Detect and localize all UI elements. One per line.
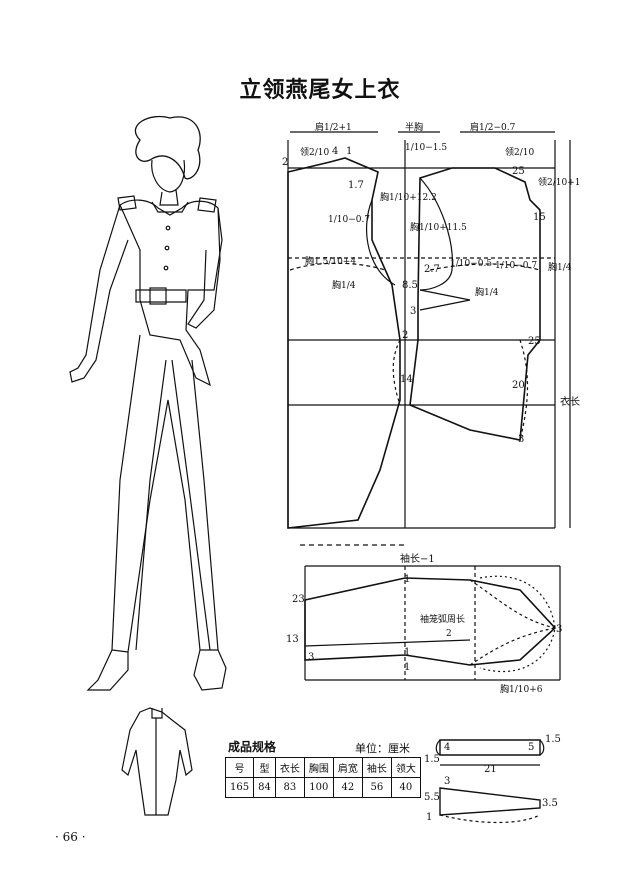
label-sleeve-cap-f: 2 — [446, 629, 452, 639]
label-chest-r1: 1/10−0.5 — [450, 259, 492, 269]
dim-label: 1 — [404, 574, 410, 585]
dim-label: 2.7 — [424, 264, 440, 275]
spec-header-row: 号 型 衣长 胸围 肩宽 袖长 领大 — [224, 757, 421, 778]
spec-value: 83 — [274, 777, 305, 798]
spec-header: 袖长 — [361, 757, 392, 778]
label-chest-l1: 胸1.5/10+4 — [305, 255, 356, 267]
label-chest-r2: 1/10−0.7 — [495, 261, 537, 271]
label-collar-right: 领2/10 — [505, 146, 534, 158]
spec-header: 肩宽 — [332, 757, 363, 778]
dim-label: 1 — [426, 812, 432, 823]
spec-value: 56 — [361, 777, 392, 798]
collar-piece-top — [435, 739, 545, 766]
dim-label: 3 — [444, 776, 450, 787]
dim-label: 25 — [512, 166, 525, 177]
spec-value: 42 — [332, 777, 363, 798]
dim-label: 1 — [404, 647, 410, 658]
dim-label: 3 — [518, 434, 524, 445]
spec-value: 84 — [253, 777, 276, 798]
label-chest-f1: 胸1/10+12.2 — [380, 191, 437, 203]
label-chest-r3: 胸1/4 — [475, 286, 499, 298]
dim-label: 1.5 — [424, 754, 440, 765]
spec-title: 成品规格 — [228, 740, 277, 754]
page-title: 立领燕尾女上衣 — [239, 78, 401, 103]
spec-header: 领大 — [390, 757, 421, 778]
label-shoulder-right: 肩1/2−0.7 — [470, 121, 516, 133]
dim-label: 1 — [346, 146, 352, 157]
spec-header: 衣长 — [274, 757, 305, 778]
pattern-labels: 肩1/2+1 半胸 1/10−1.5 肩1/2−0.7 领2/10 领2/10 … — [282, 121, 580, 823]
spec-value-row: 165 84 83 100 42 56 40 — [224, 777, 421, 798]
label-half-chest-f: 1/10−1.5 — [405, 143, 447, 153]
dim-label: 8.5 — [402, 280, 418, 291]
dim-label: 1.5 — [545, 734, 561, 745]
label-f1-10-07: 1/10−0.7 — [328, 215, 370, 225]
dim-label: 3 — [556, 624, 562, 635]
label-chest-side: 胸1/4 — [548, 261, 572, 273]
label-garment-length: 衣长 — [560, 395, 580, 408]
label-half-chest: 半胸 — [405, 121, 423, 133]
spec-header: 胸围 — [303, 757, 334, 778]
dim-label: 15 — [533, 212, 546, 223]
dim-label: 3 — [308, 652, 314, 663]
collar-piece-bottom — [439, 787, 541, 824]
spec-value: 165 — [224, 777, 255, 798]
dim-label: 5 — [528, 742, 534, 753]
dim-label: 14 — [400, 374, 413, 385]
spec-header: 型 — [253, 757, 276, 778]
spec-unit: 单位：厘米 — [355, 742, 410, 755]
dim-label: 3.5 — [542, 798, 558, 809]
label-sleeve-length: 袖长−1 — [400, 552, 435, 565]
label-collar-left: 领2/10 — [300, 146, 329, 158]
dim-label: 25 — [528, 336, 541, 347]
spec-value: 100 — [303, 777, 334, 798]
dim-label: 1 — [404, 662, 410, 673]
dim-label: 4 — [332, 146, 338, 157]
label-sleeve-cap: 袖笼弧周长 — [420, 613, 465, 625]
dim-label: 2 — [402, 330, 408, 341]
label-collar-right2: 领2/10+1 — [538, 176, 580, 188]
spec-header: 号 — [224, 757, 255, 778]
label-chest-l2: 胸1/4 — [332, 279, 356, 291]
dim-label: 4 — [444, 742, 450, 753]
label-shoulder-left: 肩1/2+1 — [315, 121, 352, 133]
dim-label: 2 — [282, 157, 288, 168]
dim-label: 5.5 — [424, 792, 440, 803]
sleeve-pattern — [304, 565, 561, 681]
dim-label: 13 — [286, 634, 299, 645]
back-view-figure — [121, 707, 193, 816]
fashion-figure — [69, 115, 227, 691]
dim-label: 3 — [410, 306, 416, 317]
label-sleeve-chest: 胸1/10+6 — [500, 683, 543, 695]
dim-label: 21 — [484, 764, 497, 775]
bodice-pattern — [287, 131, 571, 546]
dim-label: 20 — [512, 380, 525, 391]
label-chest-f2: 胸1/10+11.5 — [410, 221, 467, 233]
dim-label: 23 — [292, 594, 305, 605]
spec-table: 号 型 衣长 胸围 肩宽 袖长 领大 165 84 83 100 42 56 4… — [224, 757, 421, 798]
spec-value: 40 — [390, 777, 421, 798]
page-number: · 66 · — [55, 830, 86, 844]
dim-label: 1.7 — [348, 180, 364, 191]
